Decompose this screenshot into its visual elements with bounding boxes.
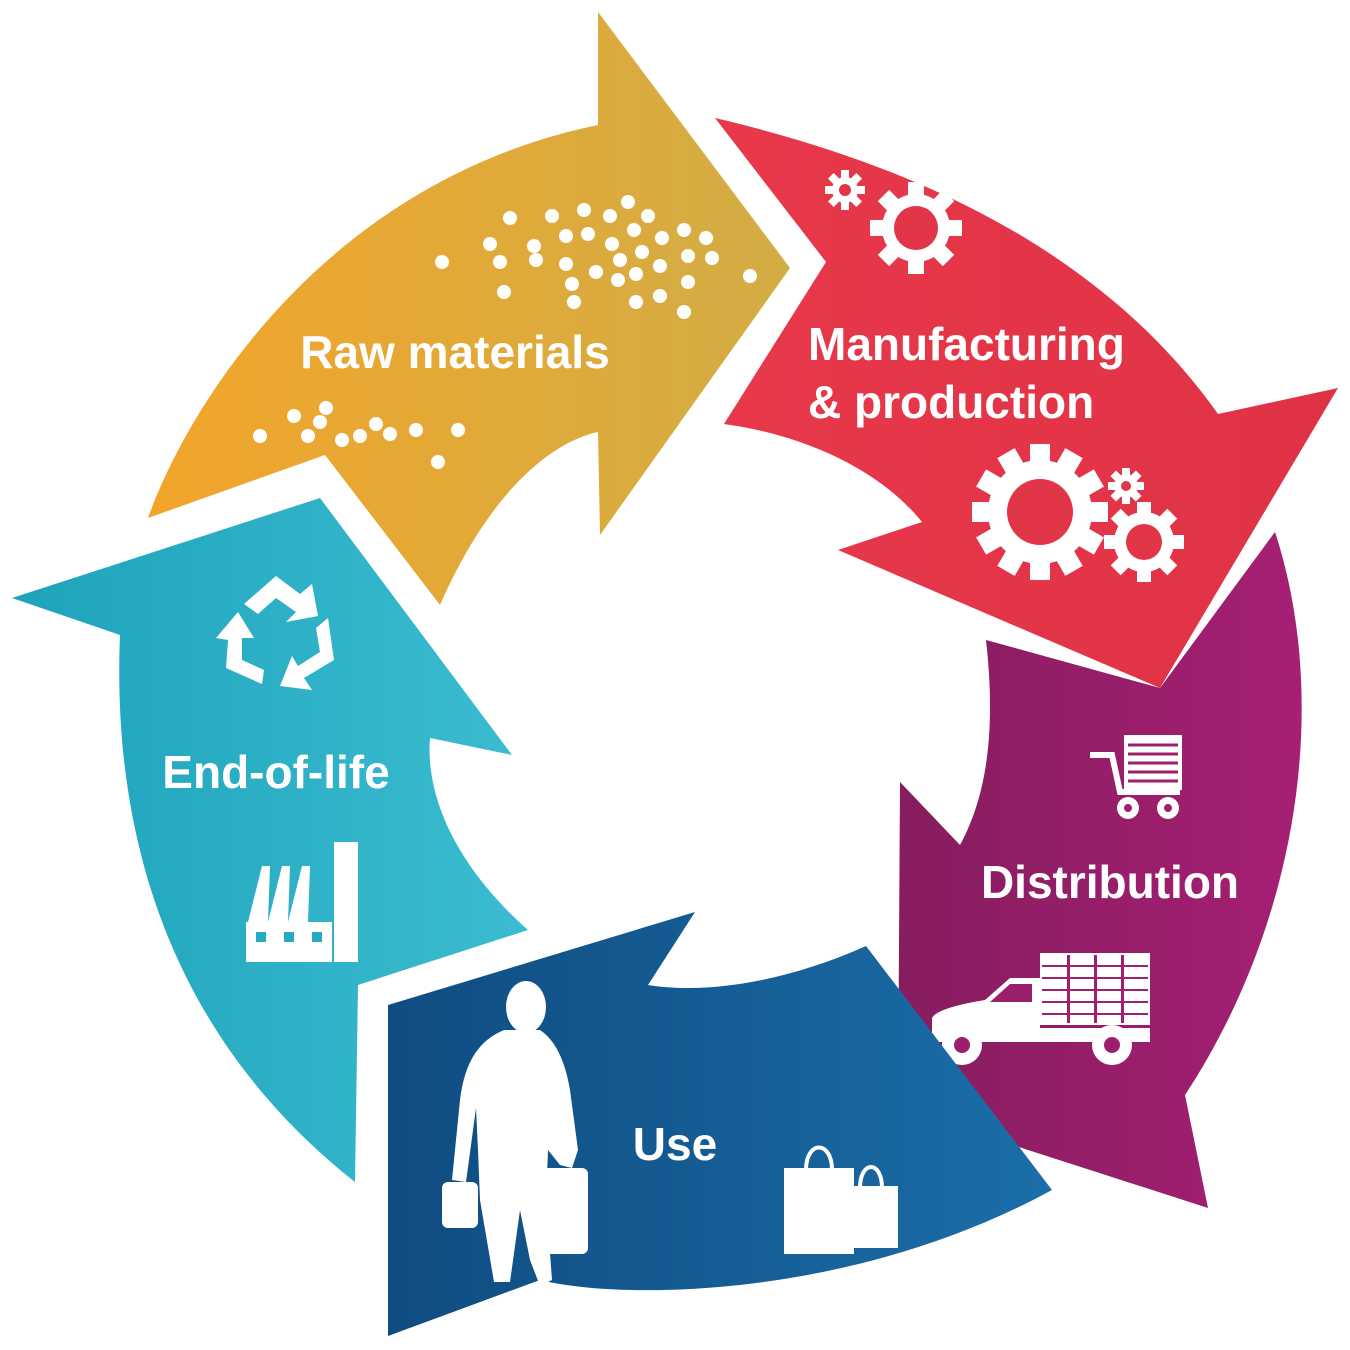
stage-raw-materials: Raw materials (148, 12, 790, 605)
use-label: Use (633, 1118, 717, 1170)
delivery-truck-icon (932, 953, 1150, 1065)
stage-use: Use (388, 912, 1052, 1336)
gears-icon (825, 170, 1184, 582)
factory-icon (246, 842, 358, 962)
recycle-icon (216, 576, 334, 690)
end-of-life-arrow (12, 498, 528, 1182)
raw-materials-label: Raw materials (300, 326, 609, 378)
stage-end-of-life: End-of-life (12, 498, 528, 1182)
stage-distribution: Distribution (898, 532, 1302, 1208)
raw-materials-arrow (148, 12, 790, 605)
stage-manufacturing: Manufacturing & production (715, 118, 1338, 688)
end-of-life-label: End-of-life (162, 746, 389, 798)
particles-icon (253, 195, 757, 469)
distribution-label: Distribution (981, 856, 1239, 908)
shopper-icon (442, 981, 588, 1286)
manufacturing-label-line1: Manufacturing (808, 318, 1125, 370)
cart-icon (1090, 735, 1182, 819)
manufacturing-label-line2: & production (808, 376, 1094, 428)
shopping-bags-icon (784, 1145, 898, 1254)
